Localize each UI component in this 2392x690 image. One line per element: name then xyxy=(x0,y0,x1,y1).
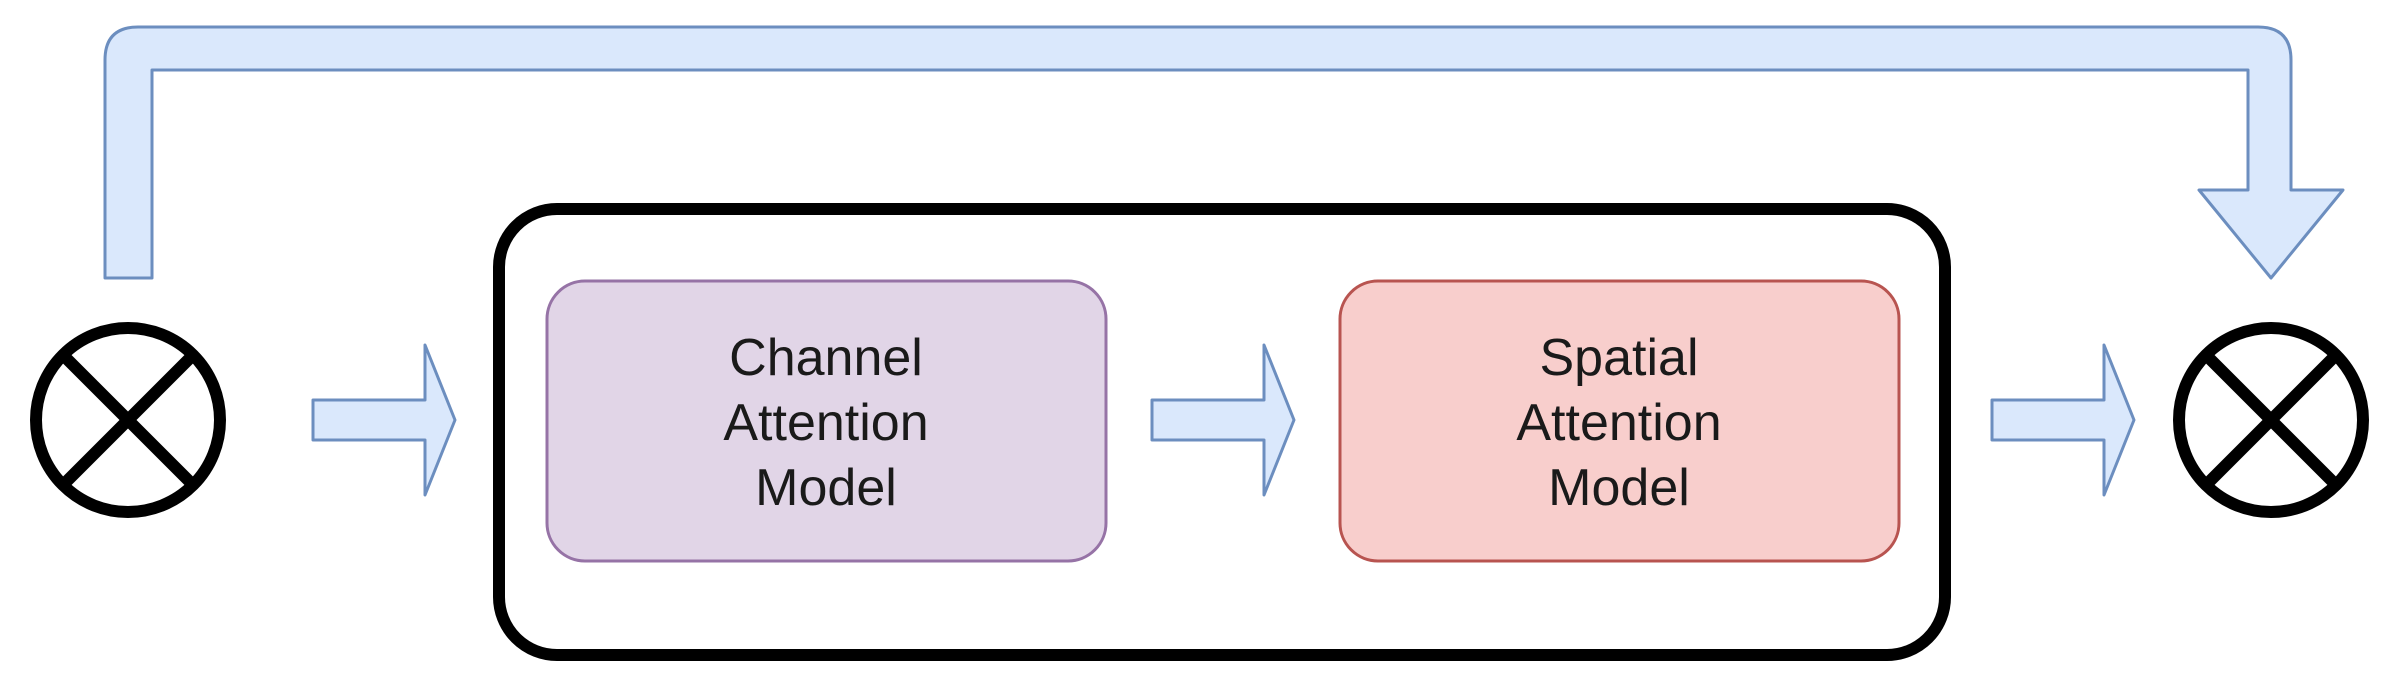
channel-label-line2: Attention xyxy=(723,394,928,452)
arrow-into-module xyxy=(311,343,457,497)
output-multiply-icon xyxy=(2173,322,2369,518)
skip-connection-arrow xyxy=(103,25,2345,280)
arrow-out-of-module xyxy=(1990,343,2136,497)
spatial-label-line2: Attention xyxy=(1516,394,1721,452)
arrow-channel-to-spatial xyxy=(1150,343,1296,497)
spatial-label-line1: Spatial xyxy=(1540,329,1699,387)
spatial-attention-block: Spatial Attention Model xyxy=(1338,279,1901,563)
channel-label-line3: Model xyxy=(755,459,897,517)
channel-label-line1: Channel xyxy=(729,329,923,387)
spatial-label-line3: Model xyxy=(1548,459,1690,517)
channel-attention-block: Channel Attention Model xyxy=(545,279,1108,563)
input-multiply-icon xyxy=(30,322,226,518)
